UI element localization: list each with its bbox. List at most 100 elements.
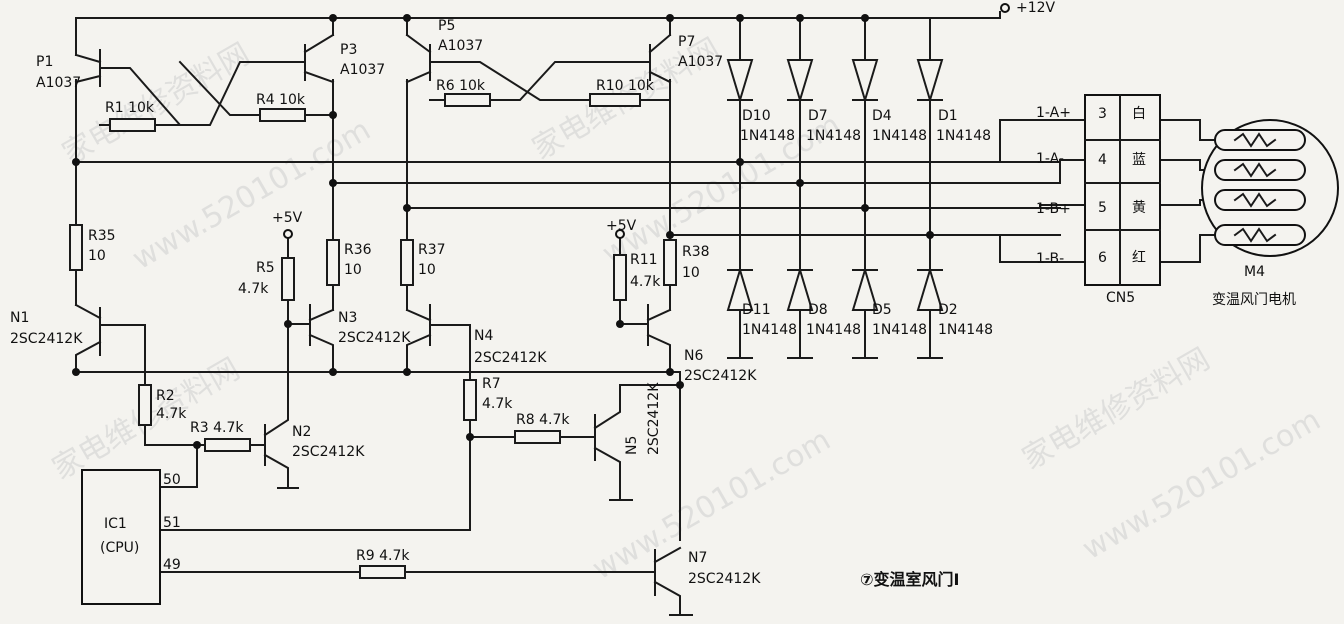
connector-pin: 3 bbox=[1098, 106, 1107, 122]
supply-label: +5V bbox=[606, 218, 637, 234]
supply-terminal bbox=[283, 229, 293, 239]
resistor-r11 bbox=[613, 254, 627, 301]
connector-pin: 4 bbox=[1098, 152, 1107, 168]
diode-d2 bbox=[916, 266, 944, 311]
pnp-transistors bbox=[74, 33, 672, 87]
resistor-value: 10 bbox=[344, 262, 362, 278]
resistor-r38 bbox=[663, 239, 677, 286]
transistor-type: 2SC2412K bbox=[646, 382, 662, 455]
diode-label: D8 bbox=[808, 302, 828, 318]
resistor-label: R11 bbox=[630, 252, 658, 268]
resistor-value: 10 bbox=[418, 262, 436, 278]
diode-label: D5 bbox=[872, 302, 892, 318]
transistor-label: N1 bbox=[10, 310, 29, 326]
diode-label: D7 bbox=[808, 108, 828, 124]
resistor-label: R6 10k bbox=[436, 78, 486, 94]
resistor-r2 bbox=[138, 384, 152, 426]
resistor-r10 bbox=[589, 93, 641, 107]
wire-color: 红 bbox=[1132, 250, 1146, 266]
ic1-box bbox=[81, 469, 161, 605]
motor-label: 变温风门电机 bbox=[1212, 292, 1296, 308]
diode-d8 bbox=[786, 266, 814, 311]
resistor-label: R9 4.7k bbox=[356, 548, 410, 564]
resistor-label: R35 bbox=[88, 228, 116, 244]
connector-pin: 5 bbox=[1098, 200, 1107, 216]
transistor-type: 2SC2412K bbox=[338, 330, 411, 346]
transistor-type: A1037 bbox=[340, 62, 385, 78]
motor-id: M4 bbox=[1244, 264, 1265, 280]
motor-m4 bbox=[1201, 119, 1339, 257]
net-label: 1-A- bbox=[1036, 151, 1064, 167]
transistor-label: N5 bbox=[624, 436, 640, 455]
supply-label: +5V bbox=[272, 210, 303, 226]
diode-type: 1N4148 bbox=[872, 128, 927, 144]
resistor-label: R3 4.7k bbox=[190, 420, 244, 436]
transistor-type: A1037 bbox=[678, 54, 723, 70]
transistor-type: 2SC2412K bbox=[292, 444, 365, 460]
transistor-p3 bbox=[303, 33, 335, 84]
transistor-p7 bbox=[648, 33, 672, 84]
diode-d7 bbox=[786, 59, 814, 104]
watermark-text: 家电维修资料网 bbox=[1017, 342, 1216, 477]
wire-color: 黄 bbox=[1132, 199, 1146, 216]
resistor-r35 bbox=[69, 224, 83, 271]
watermark-text: 家电维修资料网 bbox=[57, 37, 256, 172]
transistor-label: N2 bbox=[292, 424, 311, 440]
net-label: 1-A+ bbox=[1036, 105, 1071, 121]
resistor-r37 bbox=[400, 239, 414, 286]
resistor-value: 4.7k bbox=[156, 406, 187, 422]
ic-pin: 50 bbox=[163, 472, 181, 488]
transistor-type: 2SC2412K bbox=[684, 368, 757, 384]
transistor-type: 2SC2412K bbox=[688, 571, 761, 587]
resistor-r4 bbox=[259, 108, 306, 122]
transistor-label: P7 bbox=[678, 34, 695, 50]
resistor-r3 bbox=[204, 438, 251, 452]
diode-label: D4 bbox=[872, 108, 892, 124]
supply-label: +12V bbox=[1016, 0, 1056, 16]
resistor-r36 bbox=[326, 239, 340, 286]
net-label: 1-B- bbox=[1036, 251, 1064, 267]
resistor-label: R1 10k bbox=[105, 100, 155, 116]
diode-label: D2 bbox=[938, 302, 958, 318]
resistor-label: R7 bbox=[482, 376, 501, 392]
resistor-r9 bbox=[359, 565, 406, 579]
connector-pin: 6 bbox=[1098, 250, 1107, 266]
supply-terminal bbox=[615, 229, 625, 239]
transistor-label: N3 bbox=[338, 310, 357, 326]
transistor-label: N7 bbox=[688, 550, 707, 566]
ic-pin: 49 bbox=[163, 557, 181, 573]
connector-name: CN5 bbox=[1106, 290, 1135, 306]
resistor-value: 10 bbox=[682, 265, 700, 281]
connector-cn5 bbox=[1084, 94, 1161, 286]
transistor-label: P5 bbox=[438, 18, 455, 34]
diode-type: 1N4148 bbox=[938, 322, 993, 338]
transistor-type: 2SC2412K bbox=[474, 350, 547, 366]
ic-name: IC1 bbox=[104, 516, 127, 532]
transistor-type: A1037 bbox=[36, 75, 81, 91]
transistor-label: P1 bbox=[36, 54, 53, 70]
ic-sub: (CPU) bbox=[100, 540, 139, 556]
diode-type: 1N4148 bbox=[872, 322, 927, 338]
diode-d1 bbox=[916, 59, 944, 104]
resistor-r1 bbox=[109, 118, 156, 132]
transistor-label: N4 bbox=[474, 328, 493, 344]
resistor-value: 4.7k bbox=[238, 281, 269, 297]
resistor-label: R36 bbox=[344, 242, 372, 258]
resistor-r7 bbox=[463, 379, 477, 421]
diode-label: D1 bbox=[938, 108, 958, 124]
transistor-label: P3 bbox=[340, 42, 357, 58]
diode-d10 bbox=[726, 59, 754, 104]
diode-d4 bbox=[851, 59, 879, 104]
wire-color: 蓝 bbox=[1132, 152, 1146, 168]
transistor-type: A1037 bbox=[438, 38, 483, 54]
resistor-value: 4.7k bbox=[630, 274, 661, 290]
transistor-type: 2SC2412K bbox=[10, 331, 83, 347]
figure-caption: ⑦变温室风门Ⅰ bbox=[860, 570, 960, 589]
resistor-label: R4 10k bbox=[256, 92, 306, 108]
resistors bbox=[69, 93, 677, 579]
resistor-value: 10 bbox=[88, 248, 106, 264]
ground-symbols bbox=[277, 487, 693, 616]
diode-type: 1N4148 bbox=[742, 322, 797, 338]
wire-color: 白 bbox=[1132, 106, 1146, 122]
